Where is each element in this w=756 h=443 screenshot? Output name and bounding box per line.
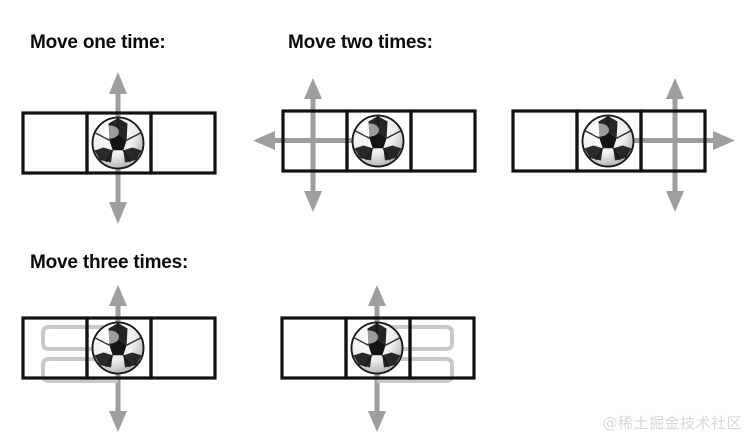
- figure-move-three-left: [21, 285, 217, 432]
- arrow-cross-left: [253, 78, 380, 212]
- grid-cell-0: [21, 316, 89, 380]
- grid-cell-0: [280, 316, 348, 380]
- arrow-cross-right: [608, 78, 735, 212]
- figure-move-two-left: [253, 78, 477, 212]
- cell-grid: [21, 111, 217, 175]
- grid-cell-2: [408, 316, 476, 380]
- grid-cell-2: [409, 109, 477, 173]
- loop-path-lower: [377, 357, 454, 383]
- cell-grid: [511, 109, 707, 173]
- cell-grid: [280, 316, 476, 380]
- soccer-ball-icon: [91, 321, 145, 375]
- figure-move-two-right: [511, 78, 735, 212]
- loop-path-upper: [377, 325, 454, 351]
- grid-cell-0: [21, 111, 89, 175]
- watermark-text: @稀土掘金技术社区: [602, 414, 742, 432]
- loop-path-upper: [41, 325, 118, 351]
- loop-paths-left: [41, 325, 118, 383]
- soccer-ball-icon: [91, 116, 145, 170]
- grid-cell-2: [149, 111, 217, 175]
- loop-paths-right: [377, 325, 454, 383]
- grid-cell-0: [281, 109, 349, 173]
- cell-grid: [21, 316, 217, 380]
- grid-cell-0: [511, 109, 579, 173]
- heading-move-one-time: Move one time:: [30, 32, 166, 53]
- soccer-ball-icon: [351, 114, 405, 168]
- figure-move-one: [21, 72, 217, 224]
- grid-cell-2: [639, 109, 707, 173]
- loop-path-lower: [41, 357, 118, 383]
- soccer-ball-icon: [350, 321, 404, 375]
- grid-cell-2: [149, 316, 217, 380]
- soccer-ball-icon: [581, 114, 635, 168]
- figure-move-three-right: [280, 285, 476, 432]
- heading-move-two-times: Move two times:: [288, 32, 433, 53]
- heading-move-three-times: Move three times:: [30, 252, 189, 273]
- cell-grid: [281, 109, 477, 173]
